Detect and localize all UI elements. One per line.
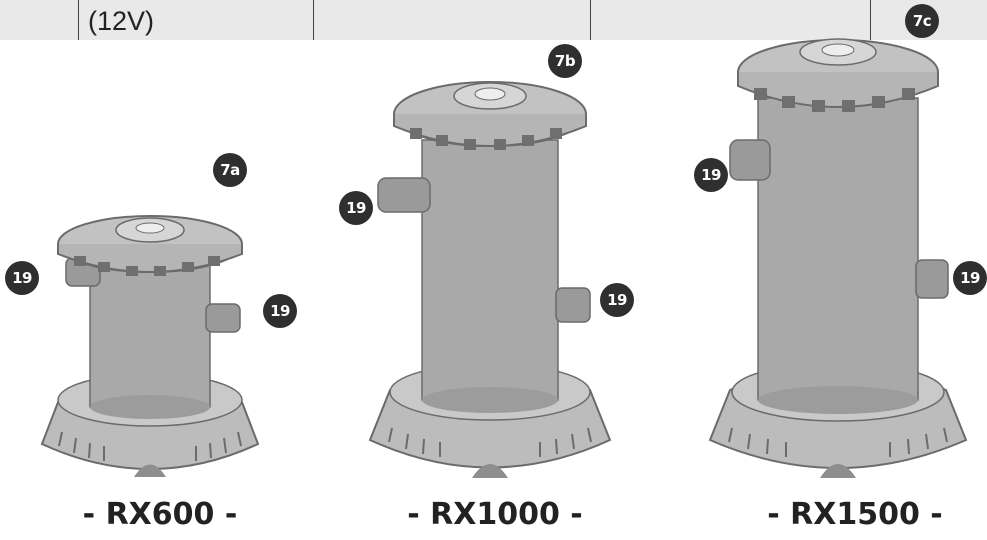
table-divider xyxy=(78,0,79,40)
callout-19-left: 19 xyxy=(694,158,728,192)
model-label-rx1000: - RX1000 - xyxy=(407,497,583,532)
table-divider xyxy=(590,0,591,40)
spec-table-strip xyxy=(0,0,987,40)
pump-rx600-illustration xyxy=(30,182,270,492)
pump-rx1500-illustration xyxy=(700,28,976,490)
callout-19-right: 19 xyxy=(263,294,297,328)
callout-7b: 7b xyxy=(548,44,582,78)
callout-19-right: 19 xyxy=(600,283,634,317)
callout-7c: 7c xyxy=(905,4,939,38)
table-divider xyxy=(313,0,314,40)
callout-19-left: 19 xyxy=(5,261,39,295)
model-label-rx1500: - RX1500 - xyxy=(767,497,943,532)
model-label-rx600: - RX600 - xyxy=(82,497,238,532)
table-divider xyxy=(870,0,871,40)
pump-rx1000-illustration xyxy=(360,70,620,490)
callout-7a: 7a xyxy=(213,153,247,187)
callout-19-left: 19 xyxy=(339,191,373,225)
voltage-label: (12V) xyxy=(88,6,155,36)
callout-19-right: 19 xyxy=(953,261,987,295)
